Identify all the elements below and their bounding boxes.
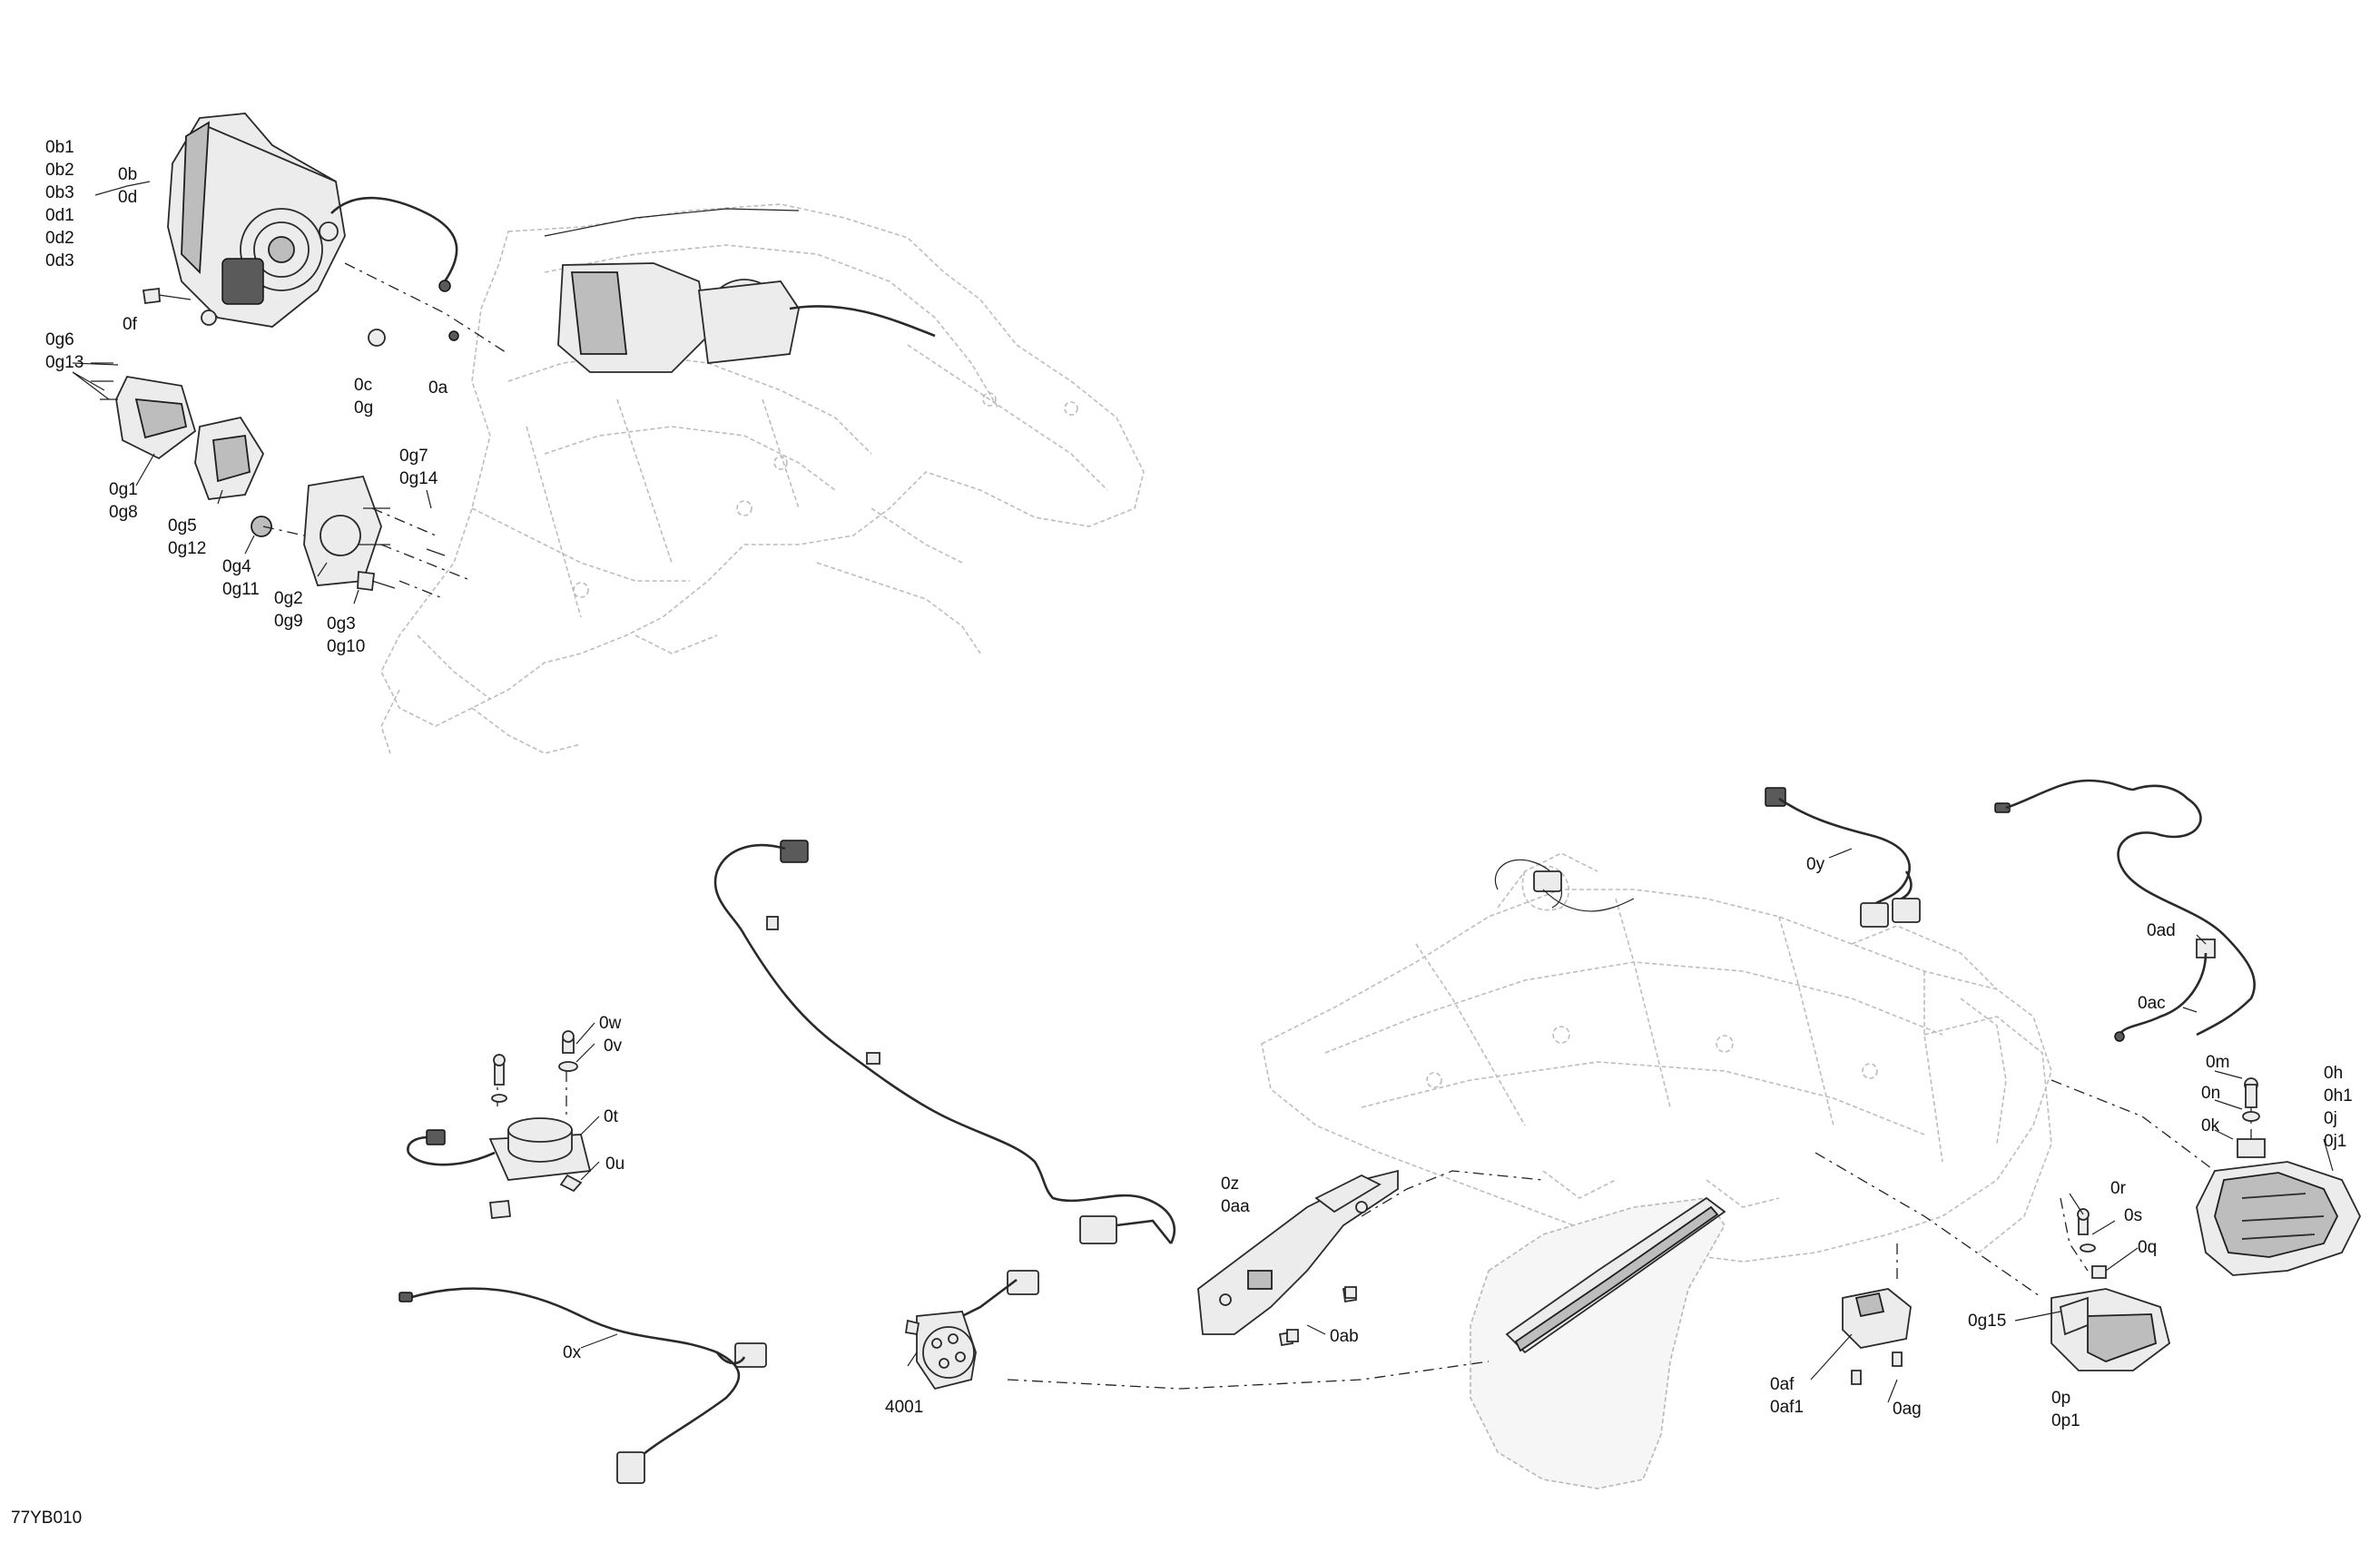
callout-group-0g6: 0g6 0g13 bbox=[45, 329, 84, 374]
callout-group-0g1: 0g1 0g8 bbox=[109, 478, 138, 524]
callout-0j1: 0j1 bbox=[2324, 1132, 2347, 1151]
callout-0ac: 0ac bbox=[2138, 994, 2166, 1013]
callout-0d2: 0d2 bbox=[45, 229, 74, 248]
rear-fender-ghost bbox=[1470, 1016, 2052, 1489]
callout-0d3: 0d3 bbox=[45, 251, 74, 270]
callout-0c: 0c bbox=[354, 376, 373, 395]
callout-0n: 0n bbox=[2201, 1084, 2221, 1103]
callout-0x: 0x bbox=[563, 1343, 582, 1362]
callout-group-0c: 0c 0g bbox=[354, 374, 373, 419]
callout-0g12: 0g12 bbox=[168, 539, 207, 558]
headlight-assembly bbox=[167, 113, 458, 328]
callout-0b2: 0b2 bbox=[45, 161, 74, 180]
callout-0r: 0r bbox=[2110, 1179, 2126, 1198]
callout-0g4: 0g4 bbox=[222, 557, 251, 576]
callout-group-0b-variants: 0b1 0b2 0b3 0d1 0d2 0d3 bbox=[45, 136, 74, 272]
callout-0g6: 0g6 bbox=[45, 330, 74, 349]
harness-0ac bbox=[1994, 779, 2256, 1042]
frame-harness bbox=[1494, 859, 1635, 912]
diagram-code: 77YB010 bbox=[11, 1509, 83, 1528]
callout-0ab: 0ab bbox=[1330, 1327, 1359, 1346]
headlight-fasteners bbox=[142, 287, 459, 347]
callout-group-0h: 0h 0h1 0j 0j1 bbox=[2324, 1062, 2353, 1153]
switch-4001 bbox=[904, 1311, 977, 1391]
long-cable bbox=[713, 840, 1176, 1327]
callout-group-0b: 0b 0d bbox=[118, 163, 137, 209]
clip-0af bbox=[1842, 1288, 1912, 1385]
callout-0k: 0k bbox=[2201, 1116, 2220, 1135]
callout-0w: 0w bbox=[599, 1014, 622, 1033]
callout-0p: 0p bbox=[2051, 1389, 2071, 1408]
callout-0ag: 0ag bbox=[1893, 1400, 1922, 1419]
callout-group-0g4: 0g4 0g11 bbox=[222, 555, 260, 601]
callout-0af1: 0af1 bbox=[1770, 1398, 1804, 1417]
callout-0a: 0a bbox=[428, 378, 448, 398]
callout-0h: 0h bbox=[2324, 1064, 2344, 1083]
callout-0b3: 0b3 bbox=[45, 183, 74, 202]
buzzer-assembly bbox=[407, 1030, 592, 1219]
callout-0u: 0u bbox=[605, 1155, 625, 1174]
callout-group-0g5: 0g5 0g12 bbox=[168, 515, 206, 560]
callout-0t: 0t bbox=[604, 1107, 618, 1126]
rear-frame-ghost bbox=[1261, 852, 2052, 1263]
callout-0g15: 0g15 bbox=[1968, 1312, 2007, 1331]
callout-0ad: 0ad bbox=[2147, 921, 2176, 940]
callout-0p1: 0p1 bbox=[2051, 1411, 2080, 1430]
callout-0h1: 0h1 bbox=[2324, 1086, 2353, 1106]
callout-0b1: 0b1 bbox=[45, 138, 74, 157]
callout-0m: 0m bbox=[2206, 1053, 2230, 1072]
callout-0g9: 0g9 bbox=[274, 612, 303, 631]
callout-0g3: 0g3 bbox=[327, 614, 356, 634]
callout-0aa: 0aa bbox=[1221, 1197, 1250, 1216]
callout-0z: 0z bbox=[1221, 1174, 1240, 1194]
taillight-0h bbox=[2196, 1077, 2362, 1276]
callout-0g2: 0g2 bbox=[274, 589, 303, 608]
callout-0g13: 0g13 bbox=[45, 353, 84, 372]
callout-group-0p: 0p 0p1 bbox=[2051, 1387, 2080, 1432]
callout-0j: 0j bbox=[2324, 1109, 2337, 1128]
callout-0g1: 0g1 bbox=[109, 480, 138, 499]
installed-headlight bbox=[544, 208, 936, 373]
auxiliary-light-parts bbox=[91, 362, 446, 592]
callout-group-0g3: 0g3 0g10 bbox=[327, 613, 365, 658]
callout-0g14: 0g14 bbox=[399, 469, 438, 488]
callout-4001: 4001 bbox=[885, 1398, 924, 1417]
callout-0g5: 0g5 bbox=[168, 516, 197, 536]
harness-0x bbox=[398, 1287, 767, 1484]
callout-0d: 0d bbox=[118, 188, 138, 207]
harness-0y bbox=[1765, 787, 1921, 928]
callout-0b: 0b bbox=[118, 165, 138, 184]
callout-group-0g7: 0g7 0g14 bbox=[399, 445, 438, 490]
assembly-lines-bottom bbox=[497, 1071, 2252, 1390]
callout-group-0z: 0z 0aa bbox=[1221, 1173, 1250, 1218]
callout-0f: 0f bbox=[123, 315, 137, 334]
callout-0v: 0v bbox=[604, 1037, 623, 1056]
callout-0s: 0s bbox=[2124, 1206, 2143, 1225]
callout-0d1: 0d1 bbox=[45, 206, 74, 225]
callout-group-0af: 0af 0af1 bbox=[1770, 1373, 1804, 1419]
callout-0g: 0g bbox=[354, 398, 374, 418]
callout-0g10: 0g10 bbox=[327, 637, 366, 656]
callout-0g8: 0g8 bbox=[109, 503, 138, 522]
screws-0ab bbox=[1286, 1286, 1357, 1342]
callout-group-0g2: 0g2 0g9 bbox=[274, 587, 303, 633]
callout-0q: 0q bbox=[2138, 1238, 2158, 1257]
callout-0g7: 0g7 bbox=[399, 447, 428, 466]
callout-0af: 0af bbox=[1770, 1375, 1795, 1394]
assembly-lines-top bbox=[262, 262, 509, 600]
leader-lines bbox=[72, 181, 2334, 1403]
license-light-0p bbox=[2051, 1208, 2171, 1371]
callout-0g11: 0g11 bbox=[222, 580, 260, 599]
callout-0y: 0y bbox=[1806, 855, 1825, 874]
